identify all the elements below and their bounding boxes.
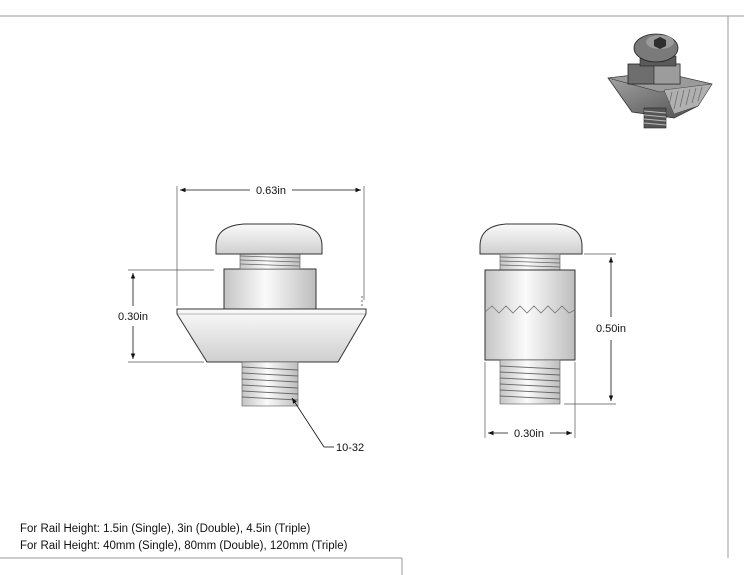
- sheet-border: [0, 15, 744, 575]
- isometric-view: [607, 33, 713, 129]
- front-width-dimension: 0.63in: [176, 185, 365, 306]
- front-view: [176, 223, 367, 407]
- rail-height-note-metric: For Rail Height: 40mm (Single), 80mm (Do…: [20, 540, 348, 552]
- front-upper-thread-lines: [239, 255, 301, 267]
- knurl-line: [484, 305, 576, 314]
- front-width-label: 0.63in: [256, 185, 286, 197]
- front-height-dimension: 0.30in: [118, 269, 214, 363]
- side-height-dimension: 0.50in: [564, 253, 626, 405]
- thread-callout: 10-32: [291, 397, 364, 454]
- side-width-dimension: 0.30in: [484, 362, 576, 440]
- front-height-label: 0.30in: [118, 311, 148, 323]
- thread-callout-label: 10-32: [336, 442, 364, 454]
- side-height-label: 0.50in: [596, 323, 626, 335]
- front-lower-thread-lines: [241, 366, 299, 401]
- side-width-label: 0.30in: [514, 428, 544, 440]
- rail-height-note-imperial: For Rail Height: 1.5in (Single), 3in (Do…: [20, 523, 311, 535]
- side-view: [479, 223, 583, 405]
